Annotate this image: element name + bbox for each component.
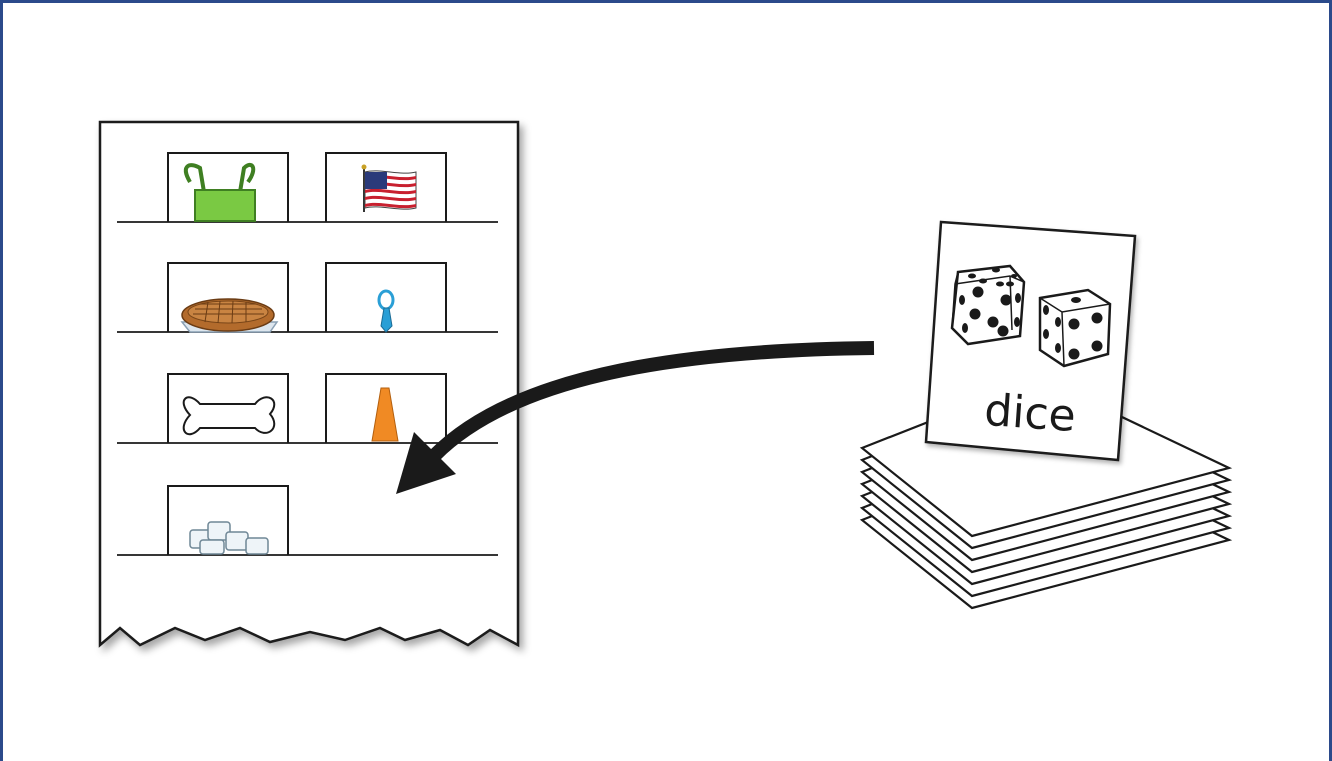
pie-icon — [182, 299, 277, 332]
dice-card: dice — [926, 222, 1135, 460]
card-label: dice — [983, 385, 1078, 442]
shelf-sheet — [100, 122, 518, 645]
